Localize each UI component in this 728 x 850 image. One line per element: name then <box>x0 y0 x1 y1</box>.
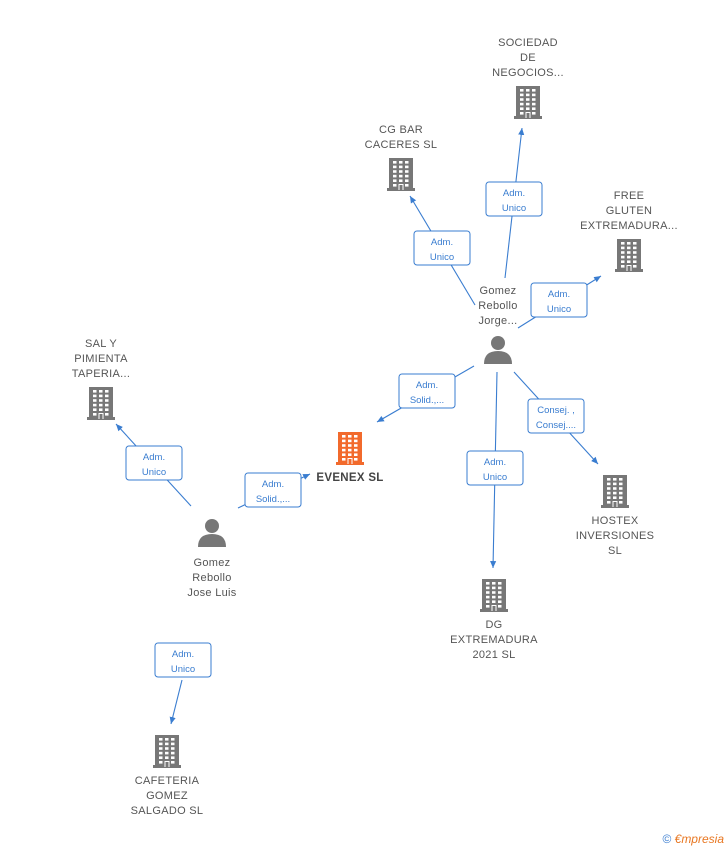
building-icon[interactable] <box>601 475 629 508</box>
nodes-layer: EVENEX SLGomezRebolloJorge...GomezReboll… <box>72 37 678 817</box>
edge-label[interactable]: Adm. Unico <box>413 230 471 266</box>
edge-gomez_jorge-to-free: Adm. Unico <box>517 275 602 329</box>
edge-label[interactable]: Consej. , Consej.... <box>527 398 585 434</box>
edges-layer: Adm.UnicoAdm.UnicoAdm.UnicoAdm.Solid.,..… <box>115 127 602 725</box>
edge-label-line: Unico <box>430 252 454 263</box>
node-sociedad[interactable]: SOCIEDAD DE NEGOCIOS... <box>492 37 564 119</box>
edge-label-line: Unico <box>547 304 571 315</box>
node-evenex[interactable]: EVENEX SL <box>316 432 383 484</box>
node-label: EVENEX SL <box>316 472 383 484</box>
edge-gomez_jose-to-evenex: Adm. Solid.,... <box>237 472 311 509</box>
footer-brand: © €mpresia <box>662 832 724 846</box>
node-label: INVERSIONES <box>576 530 655 542</box>
edge-label-line: Solid.,... <box>410 395 444 406</box>
node-label: FREE <box>614 190 645 202</box>
brand-name: mpresia <box>681 832 724 846</box>
node-label: EXTREMADURA... <box>580 220 678 232</box>
edge-label[interactable]: Adm. Unico <box>466 450 524 486</box>
node-label: SALGADO SL <box>131 805 204 817</box>
node-label: Jorge... <box>478 315 517 327</box>
node-label: GLUTEN <box>606 205 652 217</box>
node-gomez_jorge[interactable]: GomezRebolloJorge... <box>478 285 517 364</box>
node-label: 2021 SL <box>472 649 515 661</box>
building-icon[interactable] <box>387 158 415 191</box>
edge-label[interactable]: Adm. Unico <box>485 181 543 217</box>
node-hostex[interactable]: HOSTEX INVERSIONES SL <box>576 475 655 557</box>
edge-gomez_jose-to-cafeteria: Adm. Unico <box>154 642 212 725</box>
building-icon[interactable] <box>87 387 115 420</box>
node-label: CACERES SL <box>365 139 438 151</box>
edge-label-line: Adm. <box>416 380 438 391</box>
edge-label-line: Adm. <box>484 457 506 468</box>
node-label: CG BAR <box>379 124 423 136</box>
edge-label[interactable]: Adm. Solid.,... <box>244 472 302 508</box>
node-label: Rebollo <box>192 572 231 584</box>
edge-label-line: Consej. , <box>537 405 575 416</box>
node-label: PIMIENTA <box>74 353 128 365</box>
edge-label[interactable]: Adm. Unico <box>154 642 212 678</box>
person-icon[interactable] <box>484 336 512 364</box>
edge-label-line: Consej.... <box>536 420 576 431</box>
copyright-symbol: © <box>662 832 672 846</box>
node-label: TAPERIA... <box>72 368 130 380</box>
node-dg[interactable]: DG EXTREMADURA 2021 SL <box>450 579 538 661</box>
node-label: EXTREMADURA <box>450 634 538 646</box>
edge-label[interactable]: Adm. Unico <box>125 445 183 481</box>
node-label: SAL Y <box>85 338 117 350</box>
edge-label-line: Unico <box>171 664 195 675</box>
building-icon[interactable] <box>336 432 364 465</box>
node-label: CAFETERIA <box>135 775 200 787</box>
edge-label[interactable]: Adm. Solid.,... <box>398 373 456 409</box>
building-icon[interactable] <box>615 239 643 272</box>
edge-line <box>169 679 183 725</box>
node-cafeteria[interactable]: CAFETERIA GOMEZ SALGADO SL <box>131 735 204 817</box>
person-icon[interactable] <box>198 519 226 547</box>
node-cgbar[interactable]: CG BAR CACERES SL <box>365 124 438 191</box>
node-label: Jose Luis <box>187 587 236 599</box>
edge-gomez_jorge-to-dg: Adm. Unico <box>466 371 524 569</box>
node-free[interactable]: FREE GLUTEN EXTREMADURA... <box>580 190 678 272</box>
node-label: DG <box>485 619 502 631</box>
brand-initial: € <box>674 832 682 846</box>
edge-label-line: Adm. <box>143 452 165 463</box>
node-label: Rebollo <box>478 300 517 312</box>
node-label: SOCIEDAD <box>498 37 558 49</box>
node-label: SL <box>608 545 622 557</box>
edge-label-line: Adm. <box>262 479 284 490</box>
edge-label-line: Unico <box>502 203 526 214</box>
building-icon[interactable] <box>480 579 508 612</box>
node-label: Gomez <box>194 557 231 569</box>
edge-label-line: Adm. <box>548 289 570 300</box>
node-label: Gomez <box>480 285 517 297</box>
edge-gomez_jose-to-sal: Adm. Unico <box>115 423 192 507</box>
building-icon[interactable] <box>514 86 542 119</box>
edge-label[interactable]: Adm. Unico <box>530 282 588 318</box>
edge-label-line: Unico <box>142 467 166 478</box>
node-label: NEGOCIOS... <box>492 67 564 79</box>
edge-label-line: Adm. <box>172 649 194 660</box>
edge-gomez_jorge-to-hostex: Consej. , Consej.... <box>513 371 599 465</box>
edge-label-line: Adm. <box>503 188 525 199</box>
node-label: GOMEZ <box>146 790 188 802</box>
edge-label-line: Unico <box>483 472 507 483</box>
edge-label-line: Solid.,... <box>256 494 290 505</box>
node-label: DE <box>520 52 536 64</box>
building-icon[interactable] <box>153 735 181 768</box>
node-label: HOSTEX <box>591 515 638 527</box>
edge-gomez_jorge-to-sociedad: Adm. Unico <box>485 127 543 279</box>
node-sal[interactable]: SAL Y PIMIENTA TAPERIA... <box>72 338 130 420</box>
edge-gomez_jorge-to-evenex: Adm. Solid.,... <box>376 365 475 423</box>
edge-label-line: Adm. <box>431 237 453 248</box>
edge-gomez_jorge-to-cgbar: Adm. Unico <box>409 195 476 306</box>
